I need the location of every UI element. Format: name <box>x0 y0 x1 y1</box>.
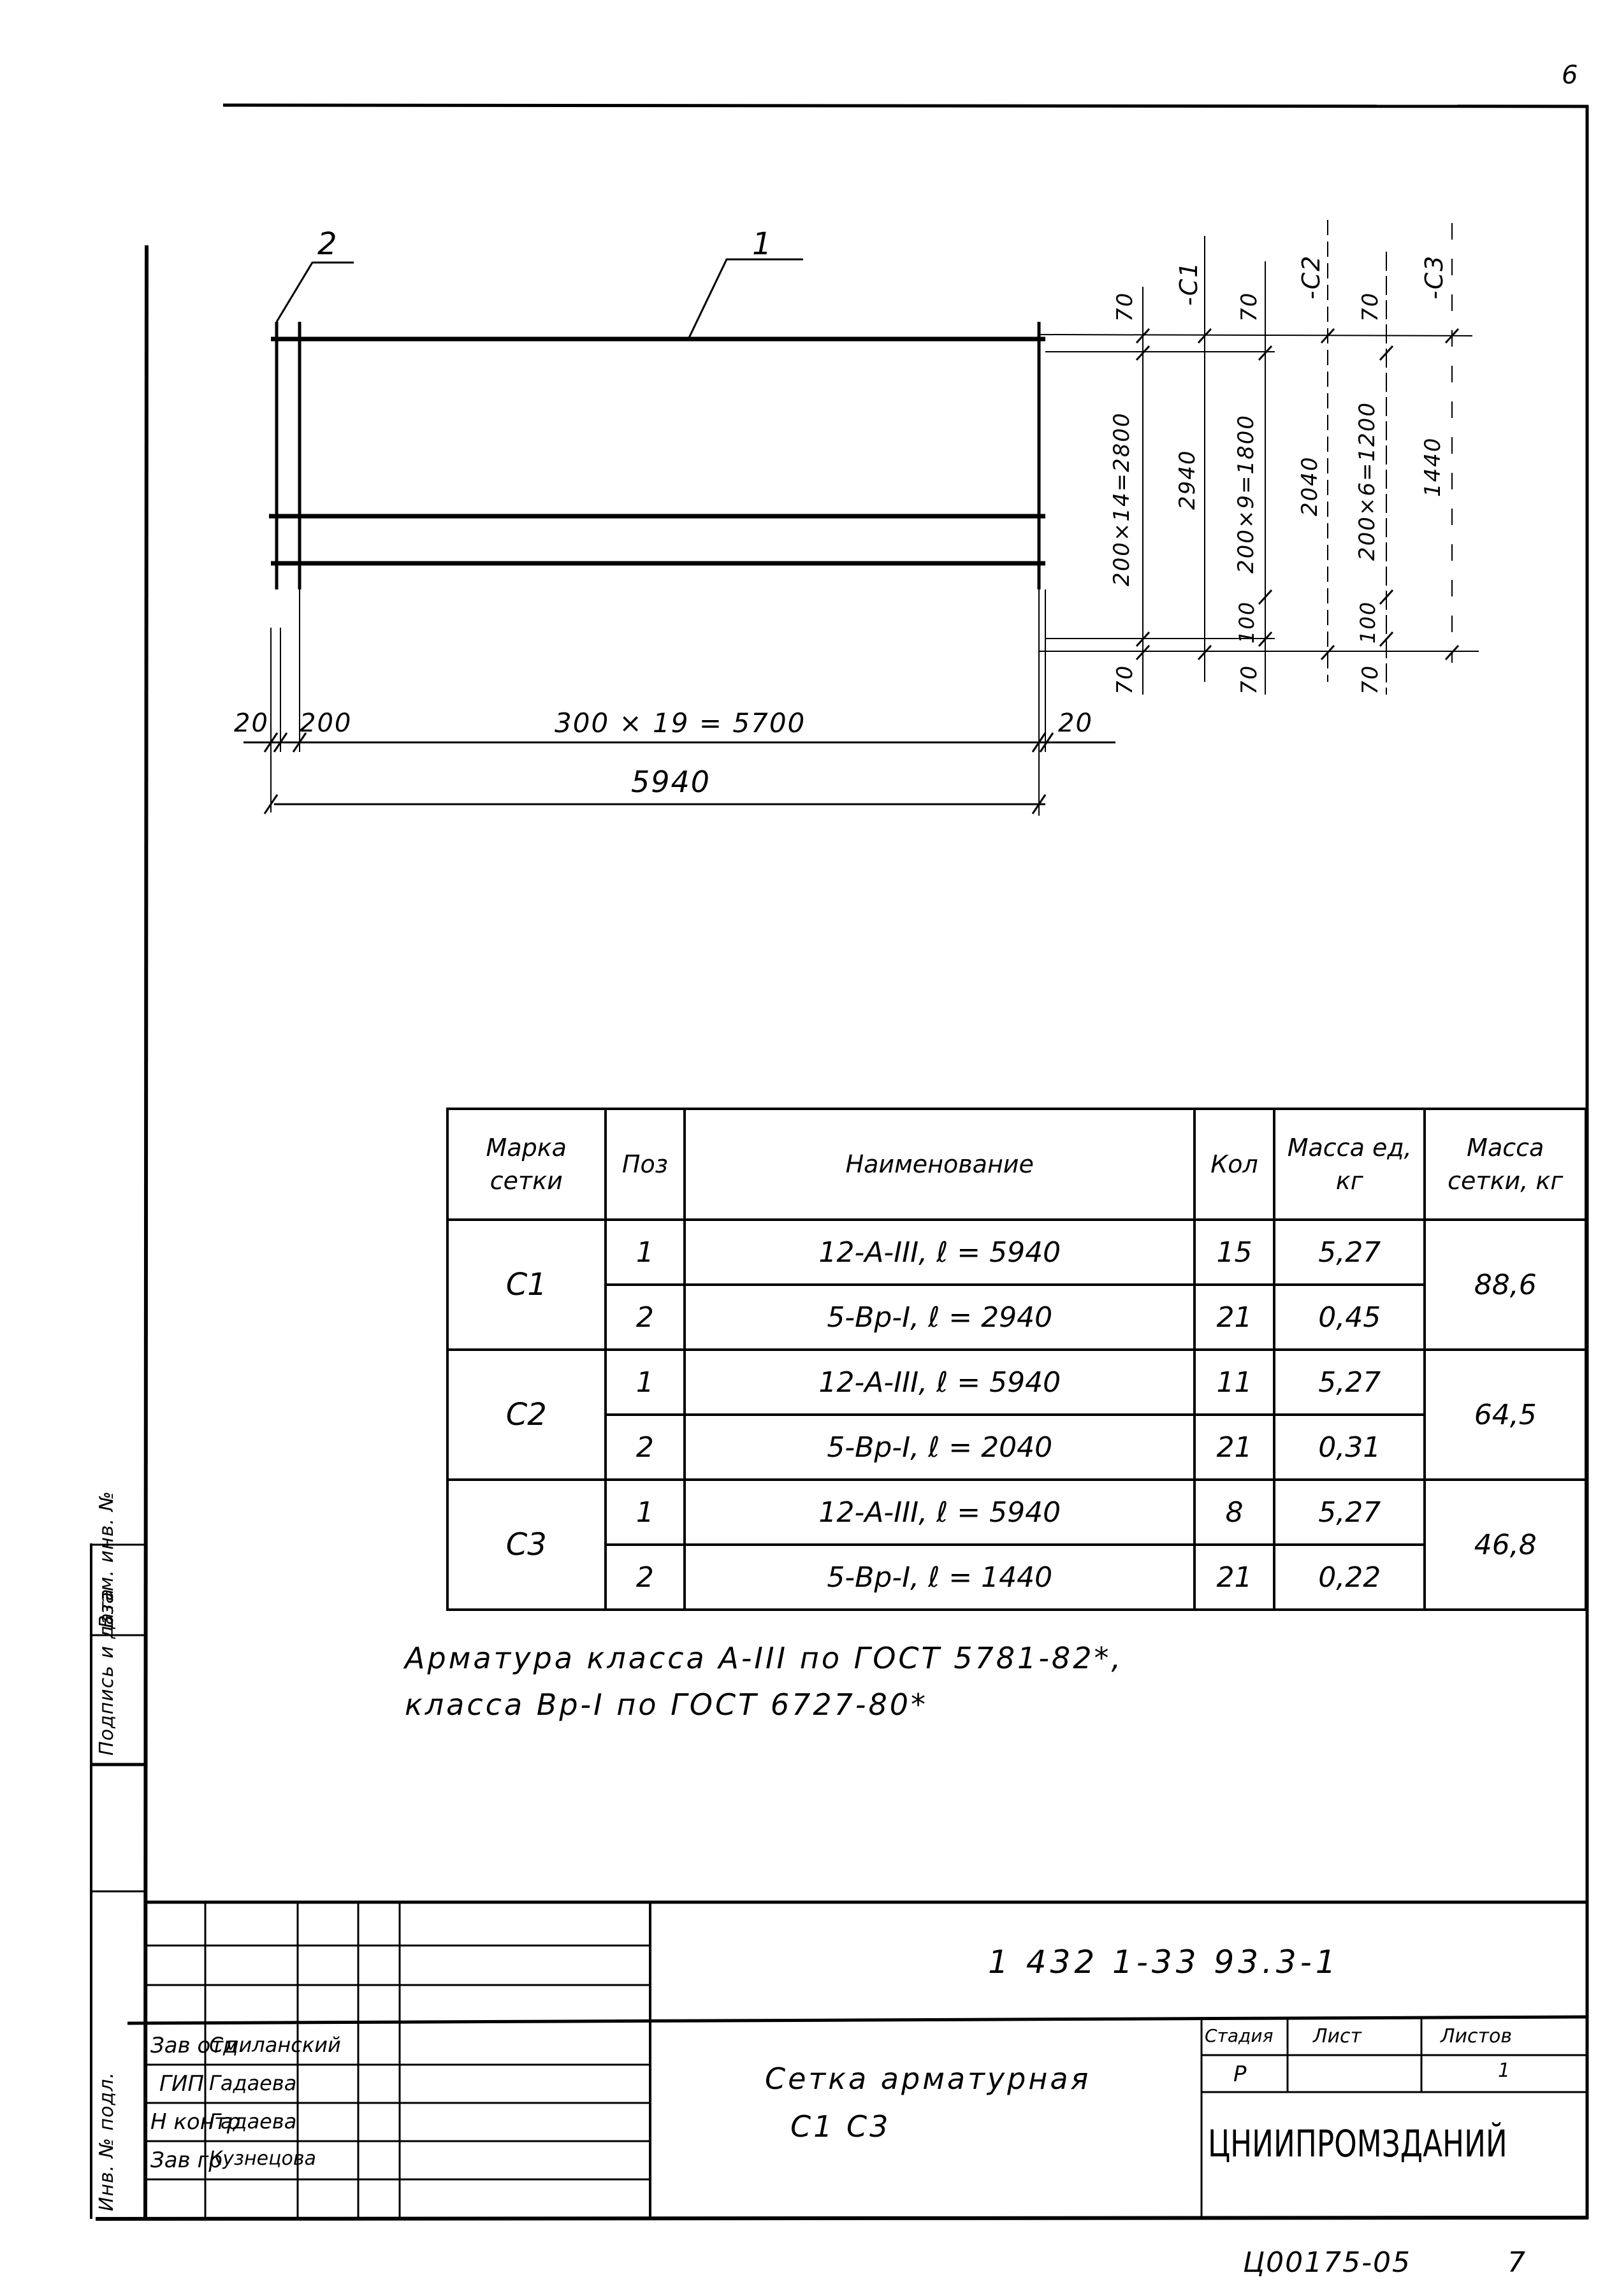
cell-qty: 21 <box>1193 1543 1275 1611</box>
dim-c1-label: -С1 <box>1175 261 1203 306</box>
drawing-title-line2: С1 С3 <box>790 2109 891 2144</box>
sheets-label: Листов <box>1441 2025 1513 2047</box>
footer-page: 7 <box>1507 2246 1527 2279</box>
cell-qty: 21 <box>1193 1413 1275 1481</box>
sign-role-2: Н контр <box>150 2109 241 2135</box>
specification-table: Марка сетки Поз Наименование Кол Масса е… <box>446 1108 1587 1611</box>
cell-name: 5-Вр-I, ℓ = 2040 <box>683 1413 1196 1481</box>
dim-c2-offset: 100 <box>1235 600 1259 644</box>
sheet-label: Лист <box>1313 2025 1362 2047</box>
cell-pos: 1 <box>604 1348 686 1416</box>
cell-unit-mass: 5,27 <box>1272 1478 1427 1546</box>
cell-pos: 2 <box>604 1413 686 1481</box>
cell-name: 5-Вр-I, ℓ = 1440 <box>683 1543 1196 1611</box>
cell-unit-mass: 0,31 <box>1272 1413 1427 1481</box>
cell-mark: С3 <box>446 1478 607 1611</box>
header-mesh-mass: Масса сетки, кг <box>1423 1108 1587 1221</box>
sign-name-1: Гадаева <box>209 2071 297 2095</box>
cell-mesh-mass: 88,6 <box>1423 1218 1587 1351</box>
sign-role-0: Зав отд <box>150 2033 238 2058</box>
sign-role-1: ГИП <box>159 2071 204 2097</box>
page-number: 6 <box>1562 61 1579 90</box>
dim-c1-top: 70 <box>1112 291 1138 322</box>
cell-unit-mass: 0,45 <box>1272 1283 1427 1351</box>
note-line-2: класса Вр-I по ГОСТ 6727-80* <box>405 1687 929 1722</box>
sign-role-3: Зав гр <box>150 2148 222 2173</box>
table-row: С2 1 12-А-III, ℓ = 5940 11 5,27 64,5 <box>446 1348 1587 1481</box>
cell-qty: 8 <box>1193 1478 1275 1546</box>
cell-mesh-mass: 46,8 <box>1423 1478 1587 1611</box>
dim-c2-series: 200×9=1800 <box>1233 414 1259 574</box>
dim-c3-overall: 1440 <box>1420 437 1446 497</box>
dim-c1-series: 200×14=2800 <box>1109 412 1135 586</box>
dim-c1-bottom: 70 <box>1112 664 1138 695</box>
sign-name-2: Гадаева <box>209 2109 297 2134</box>
cell-pos: 2 <box>604 1283 686 1351</box>
cell-pos: 1 <box>604 1218 686 1286</box>
leader-label-pos2: 2 <box>317 226 338 262</box>
sheet-frame <box>90 103 1589 2221</box>
cell-unit-mass: 5,27 <box>1272 1348 1427 1416</box>
dim-c2-bottom: 70 <box>1237 664 1262 695</box>
dim-c3-top: 70 <box>1358 291 1383 322</box>
dim-c2-label: -С2 <box>1297 254 1325 300</box>
cell-qty: 21 <box>1193 1283 1275 1351</box>
cell-name: 5-Вр-I, ℓ = 2940 <box>683 1283 1196 1351</box>
header-name: Наименование <box>683 1108 1196 1221</box>
cell-mark: С1 <box>446 1218 607 1351</box>
footer-code: Ц00175-05 <box>1243 2246 1411 2279</box>
cell-name: 12-А-III, ℓ = 5940 <box>683 1348 1196 1416</box>
dim-first-pitch: 200 <box>300 709 352 738</box>
cell-name: 12-А-III, ℓ = 5940 <box>683 1478 1196 1546</box>
stage-label: Стадия <box>1205 2025 1274 2046</box>
dim-left-end: 20 <box>234 709 269 738</box>
note-line-1: Арматура класса А-III по ГОСТ 5781-82*, <box>405 1641 1124 1675</box>
dim-c1-overall: 2940 <box>1175 449 1200 510</box>
sign-name-0: Смиланский <box>209 2033 341 2057</box>
dim-c3-offset: 100 <box>1356 600 1380 644</box>
cell-pos: 2 <box>604 1543 686 1611</box>
stamp-original-inv: Инв. № подл. <box>96 2072 118 2211</box>
dim-c3-series: 200×6=1200 <box>1354 401 1380 561</box>
cell-qty: 11 <box>1193 1348 1275 1416</box>
cell-name: 12-А-III, ℓ = 5940 <box>683 1218 1196 1286</box>
table-row: С1 1 12-А-III, ℓ = 5940 15 5,27 88,6 <box>446 1218 1587 1351</box>
header-qty: Кол <box>1193 1108 1275 1221</box>
table-row: 2 5-Вр-I, ℓ = 2040 21 0,31 <box>447 1413 1586 1481</box>
title-block-grid <box>127 1900 1588 2219</box>
sheets-value: 1 <box>1498 2060 1511 2082</box>
cell-mesh-mass: 64,5 <box>1423 1348 1587 1481</box>
header-unit-mass: Масса ед, кг <box>1272 1108 1427 1221</box>
header-mark: Марка сетки <box>446 1108 607 1221</box>
stamp-signature-date: Подпись и дата <box>96 1588 118 1756</box>
table-row: 2 5-Вр-I, ℓ = 1440 21 0,22 <box>447 1543 1586 1611</box>
cell-unit-mass: 5,27 <box>1272 1218 1427 1286</box>
dim-c3-label: -С3 <box>1420 254 1448 300</box>
sign-name-3: Кузнецова <box>209 2148 316 2170</box>
dim-c3-bottom: 70 <box>1358 664 1383 695</box>
dim-c2-overall: 2040 <box>1297 456 1323 516</box>
dim-right-end: 20 <box>1058 709 1093 738</box>
doc-code: 1 432 1-33 93.3-1 <box>988 1944 1340 1981</box>
cell-qty: 15 <box>1193 1218 1275 1286</box>
table-row: 2 5-Вр-I, ℓ = 2940 21 0,45 <box>447 1283 1586 1351</box>
dim-pitch-series: 300 × 19 = 5700 <box>555 707 806 739</box>
dim-overall-length: 5940 <box>631 765 711 799</box>
leader-label-pos1: 1 <box>752 226 773 262</box>
cell-pos: 1 <box>604 1478 686 1546</box>
mesh-drawing <box>243 220 1479 816</box>
table-header-row: Марка сетки Поз Наименование Кол Масса е… <box>446 1108 1587 1221</box>
stage-value: Р <box>1233 2061 1247 2087</box>
header-pos: Поз <box>604 1108 686 1221</box>
cell-unit-mass: 0,22 <box>1272 1543 1427 1611</box>
drawing-title-line1: Сетка арматурная <box>765 2061 1091 2096</box>
table-row: С3 1 12-А-III, ℓ = 5940 8 5,27 46,8 <box>446 1478 1587 1611</box>
cell-mark: С2 <box>446 1348 607 1481</box>
dim-c2-top: 70 <box>1237 291 1262 322</box>
organization-name: ЦНИИПРОМЗДАНИЙ <box>1208 2122 1507 2165</box>
